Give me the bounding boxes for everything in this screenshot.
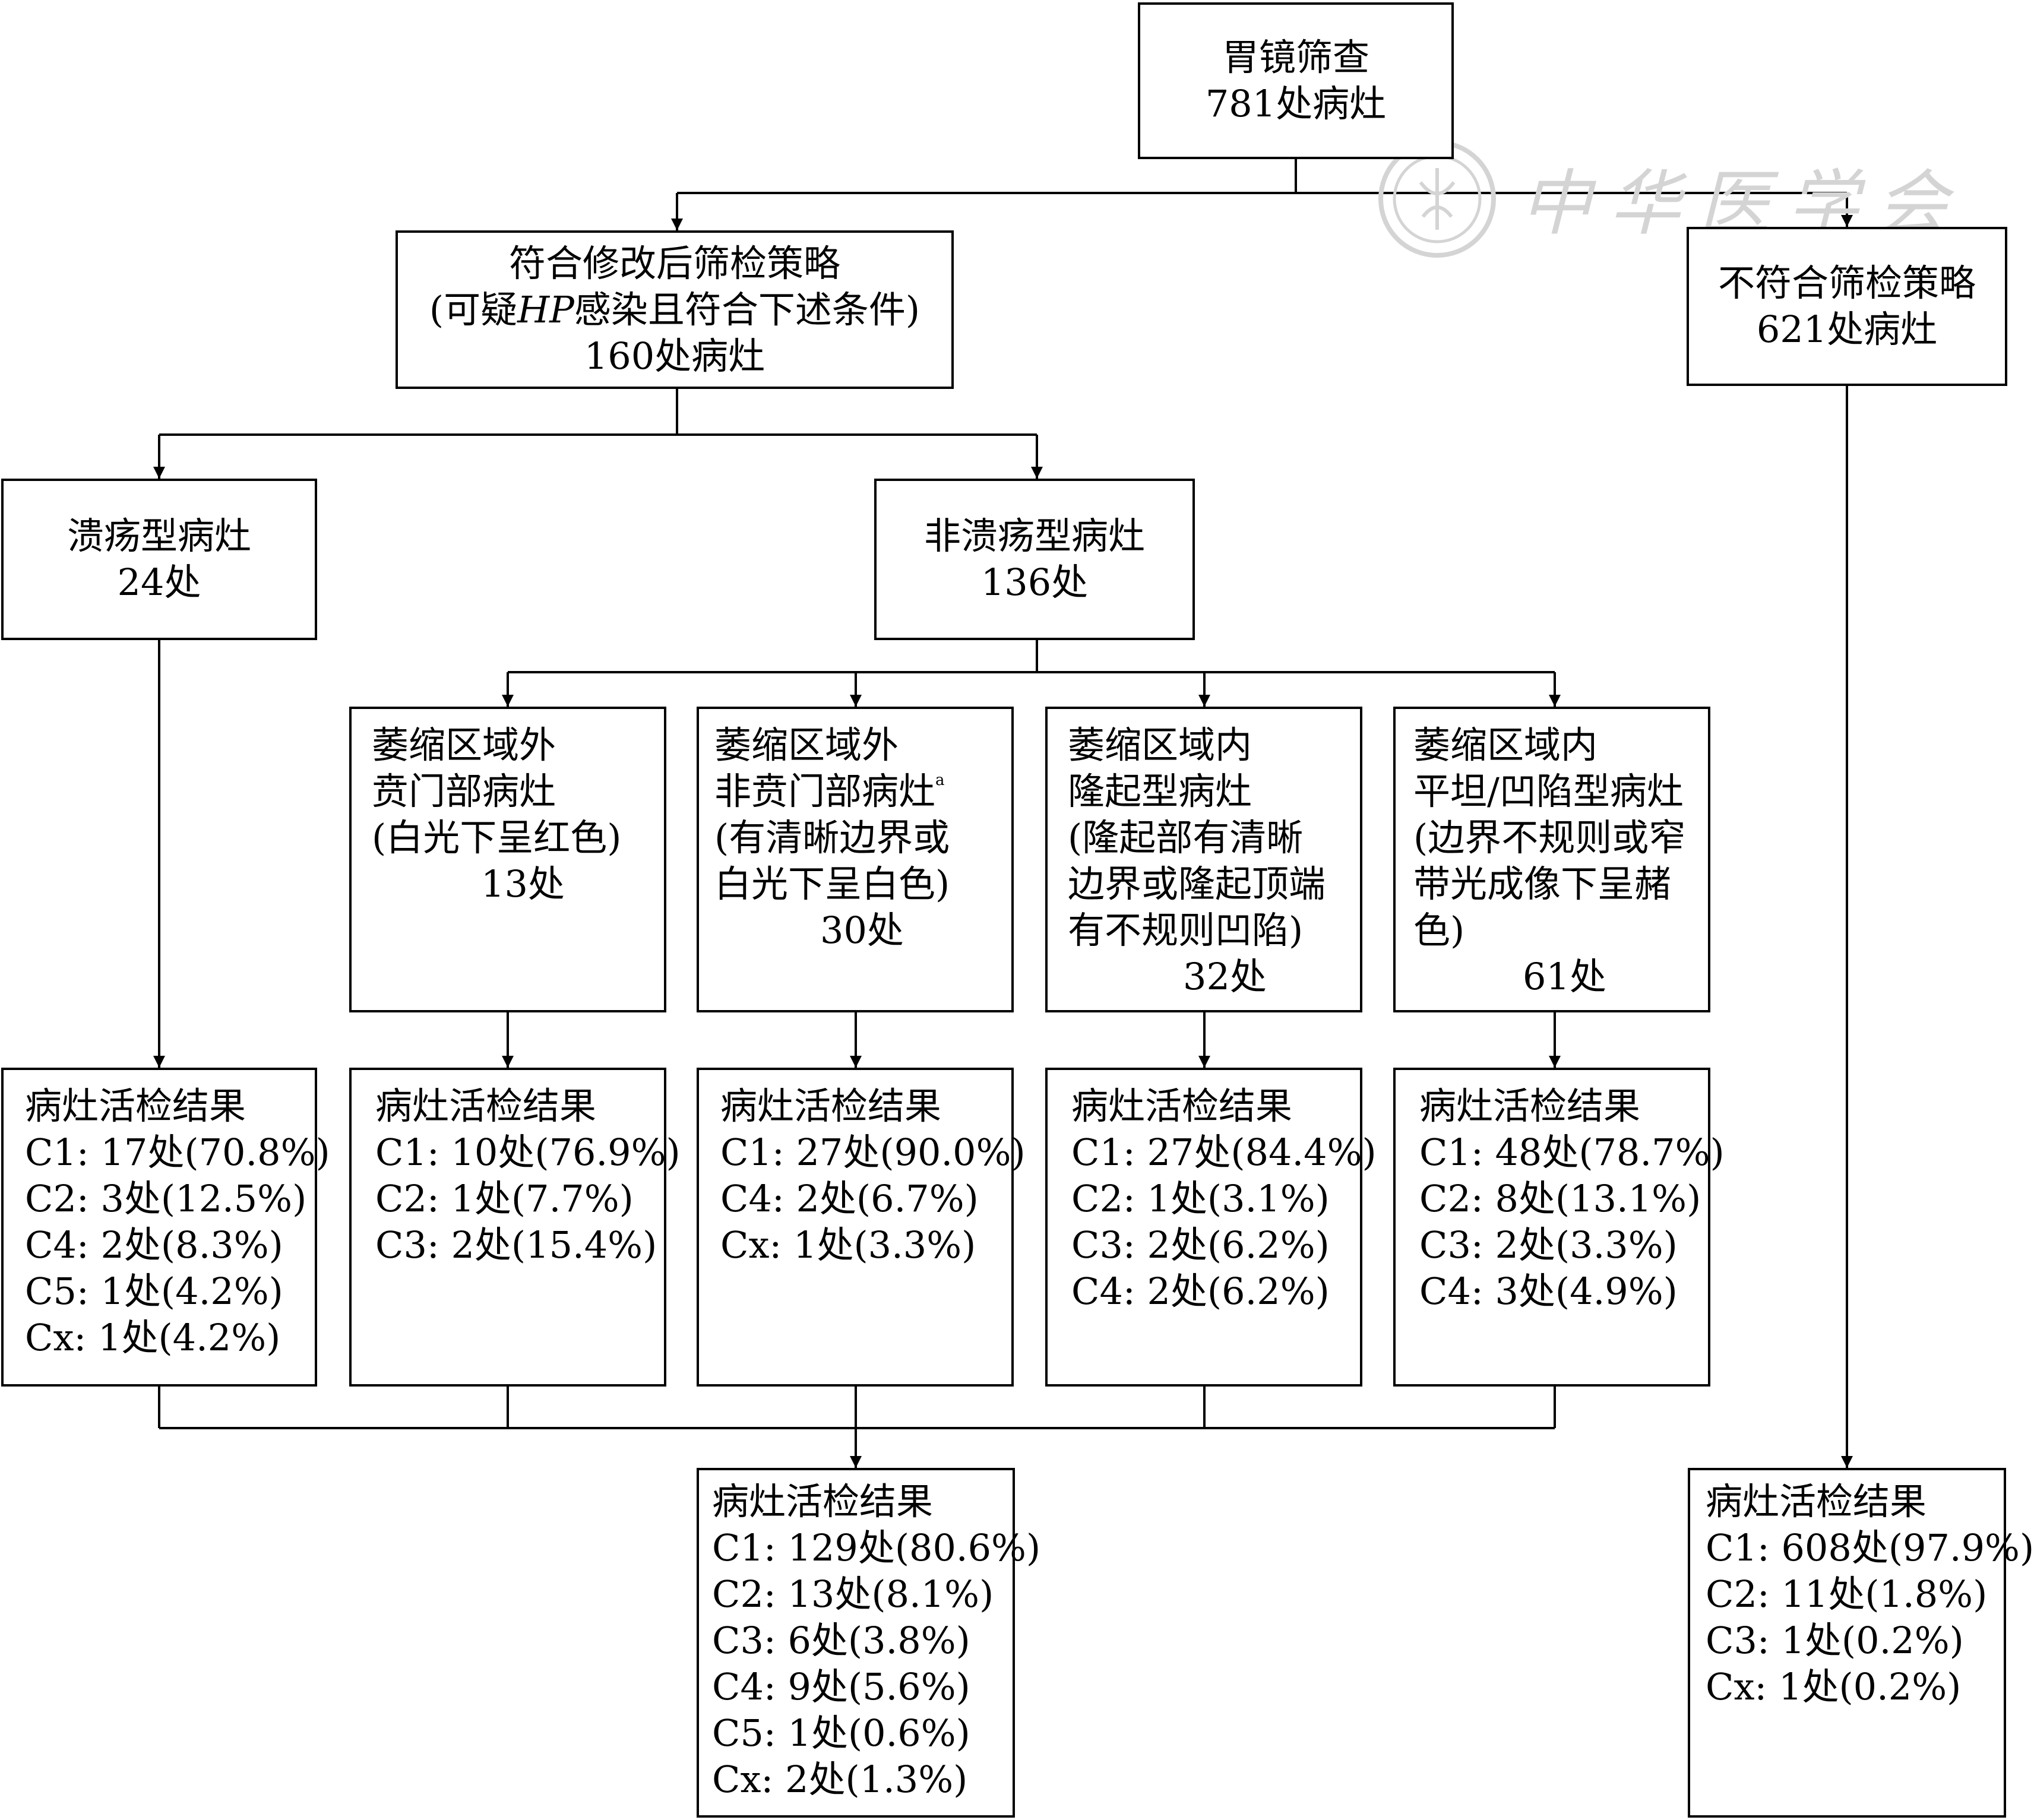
result-line: C3: 6处(3.8%)	[712, 1619, 970, 1662]
result-line: Cx: 1处(3.3%)	[720, 1223, 976, 1267]
result-line: C4: 3处(4.9%)	[1419, 1270, 1678, 1313]
result-title: 病灶活检结果	[1706, 1480, 1927, 1523]
node-line: (边界不规则或窄	[1413, 816, 1686, 859]
result-line: C2: 13处(8.1%)	[712, 1572, 994, 1616]
result-line: C3: 2处(3.3%)	[1419, 1223, 1678, 1267]
footnote-marker: a	[935, 771, 945, 789]
result-line: C2: 1处(7.7%)	[375, 1177, 634, 1220]
node-line: 781处病灶	[1205, 82, 1387, 125]
node-line: 符合修改后筛检策略	[508, 241, 840, 285]
result-line: C2: 3处(12.5%)	[25, 1177, 307, 1220]
node-screening: 胃镜筛查 781处病灶	[1138, 2, 1454, 159]
result-line: C2: 1处(3.1%)	[1071, 1177, 1330, 1220]
node-ulcer-lesion: 溃疡型病灶 24处	[1, 479, 317, 640]
result-line: C2: 11处(1.8%)	[1706, 1572, 1988, 1616]
result-line: C1: 17处(70.8%)	[25, 1131, 330, 1174]
result-flat: 病灶活检结果 C1: 48处(78.7%) C2: 8处(13.1%) C3: …	[1393, 1068, 1725, 1387]
result-line: C1: 608处(97.9%)	[1706, 1526, 2034, 1569]
result-line: C5: 1处(0.6%)	[712, 1711, 970, 1755]
result-line: C4: 2处(8.3%)	[25, 1223, 283, 1267]
node-line: 平坦/凹陷型病灶	[1413, 770, 1684, 813]
result-title: 病灶活检结果	[1071, 1084, 1293, 1128]
node-line: 非贲门部病灶a	[714, 768, 1011, 815]
result-line: C4: 2处(6.2%)	[1071, 1270, 1330, 1313]
result-line: C1: 48处(78.7%)	[1419, 1131, 1725, 1174]
node-line: 萎缩区域外	[714, 723, 899, 767]
node-line: 24处	[117, 561, 201, 604]
result-line: C1: 27处(90.0%)	[720, 1131, 1026, 1174]
result-line: C2: 8处(13.1%)	[1419, 1177, 1701, 1220]
node-raised-lesion: 萎缩区域内 隆起型病灶 (隆起部有清晰 边界或隆起顶端 有不规则凹陷) 32处	[1045, 707, 1362, 1012]
node-line: 萎缩区域外	[372, 723, 556, 767]
result-ulcer: 病灶活检结果 C1: 17处(70.8%) C2: 3处(12.5%) C4: …	[1, 1068, 330, 1387]
result-line: C3: 2处(6.2%)	[1071, 1223, 1330, 1267]
node-line: 30处	[820, 909, 904, 952]
node-line: 溃疡型病灶	[67, 514, 251, 558]
result-raised: 病灶活检结果 C1: 27处(84.4%) C2: 1处(3.1%) C3: 2…	[1045, 1068, 1377, 1387]
result-line: C1: 10处(76.9%)	[375, 1131, 681, 1174]
node-line: 萎缩区域内	[1413, 723, 1598, 767]
node-line: (隆起部有清晰	[1068, 816, 1304, 859]
node-line: 13处	[481, 862, 565, 906]
node-line: 边界或隆起顶端	[1068, 862, 1326, 906]
node-line: 胃镜筛查	[1222, 36, 1369, 79]
result-title: 病灶活检结果	[720, 1084, 942, 1128]
node-flat-lesion: 萎缩区域内 平坦/凹陷型病灶 (边界不规则或窄 带光成像下呈赭 色) 61处	[1393, 707, 1710, 1012]
result-not-meets: 病灶活检结果 C1: 608处(97.9%) C2: 11处(1.8%) C3:…	[1688, 1468, 2034, 1818]
result-line: C4: 9处(5.6%)	[712, 1665, 970, 1708]
result-total: 病灶活检结果 C1: 129处(80.6%) C2: 13处(8.1%) C3:…	[697, 1468, 1041, 1818]
node-line: (白光下呈红色)	[372, 816, 622, 859]
result-line: Cx: 2处(1.3%)	[712, 1758, 968, 1801]
node-line: 136处	[980, 561, 1089, 604]
node-line-text: 非贲门部病灶	[714, 770, 936, 813]
node-line: 贲门部病灶	[372, 770, 556, 813]
node-cardia-lesion: 萎缩区域外 贲门部病灶 (白光下呈红色) 13处	[349, 707, 666, 1012]
node-line: 白光下呈白色)	[714, 862, 950, 906]
node-line: 不符合筛检策略	[1717, 261, 1976, 305]
result-line: C3: 1处(0.2%)	[1706, 1619, 1964, 1662]
node-line: 61处	[1523, 955, 1606, 998]
node-line: 萎缩区域内	[1068, 723, 1252, 767]
hp-italic: HP	[517, 287, 574, 331]
result-title: 病灶活检结果	[1419, 1084, 1641, 1128]
result-non-cardia: 病灶活检结果 C1: 27处(90.0%) C4: 2处(6.7%) Cx: 1…	[697, 1068, 1026, 1387]
result-line: C5: 1处(4.2%)	[25, 1270, 283, 1313]
node-meets-strategy: 符合修改后筛检策略 (可疑HP感染且符合下述条件) 160处病灶	[396, 230, 954, 389]
result-title: 病灶活检结果	[25, 1084, 246, 1128]
result-line: Cx: 1处(0.2%)	[1706, 1665, 1962, 1708]
node-non-cardia-lesion: 萎缩区域外 非贲门部病灶a (有清晰边界或 白光下呈白色) 30处	[697, 707, 1014, 1012]
node-line: 有不规则凹陷)	[1068, 909, 1304, 952]
node-line: 32处	[1183, 955, 1267, 998]
result-line: C3: 2处(15.4%)	[375, 1223, 657, 1267]
node-non-ulcer-lesion: 非溃疡型病灶 136处	[874, 479, 1195, 640]
node-line: 621处病灶	[1756, 308, 1938, 351]
result-title: 病灶活检结果	[375, 1084, 597, 1128]
node-not-meets-strategy: 不符合筛检策略 621处病灶	[1687, 227, 2007, 386]
node-line: 带光成像下呈赭	[1413, 862, 1672, 906]
result-line: C4: 2处(6.7%)	[720, 1177, 979, 1220]
result-title: 病灶活检结果	[712, 1480, 934, 1523]
node-line: (有清晰边界或	[714, 816, 950, 859]
node-line: 色)	[1413, 909, 1465, 952]
result-line: C1: 27处(84.4%)	[1071, 1131, 1377, 1174]
result-line: C1: 129处(80.6%)	[712, 1526, 1041, 1569]
node-line: 160处病灶	[584, 334, 765, 378]
result-cardia: 病灶活检结果 C1: 10处(76.9%) C2: 1处(7.7%) C3: 2…	[349, 1068, 681, 1387]
result-line: Cx: 1处(4.2%)	[25, 1316, 281, 1359]
node-line: 隆起型病灶	[1068, 770, 1252, 813]
node-line: (可疑HP感染且符合下述条件)	[429, 287, 920, 331]
node-line: 非溃疡型病灶	[923, 514, 1145, 558]
